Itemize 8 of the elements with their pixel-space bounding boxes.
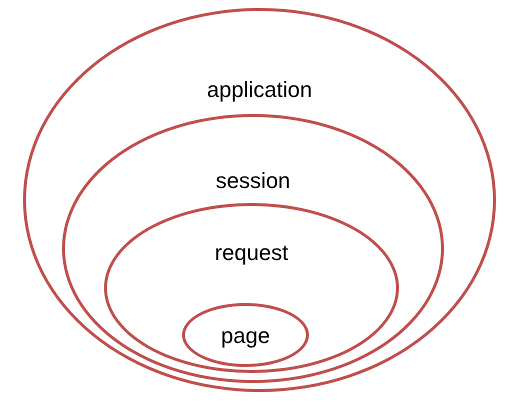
ellipse bbox=[23, 8, 496, 392]
ellipse-label: request bbox=[214, 240, 288, 266]
ellipse bbox=[62, 114, 444, 383]
ellipse-label: page bbox=[221, 323, 270, 349]
ellipse bbox=[104, 203, 399, 373]
ellipse-label: session bbox=[216, 168, 290, 194]
ellipse bbox=[182, 303, 309, 367]
ellipse-label: application bbox=[206, 77, 312, 103]
